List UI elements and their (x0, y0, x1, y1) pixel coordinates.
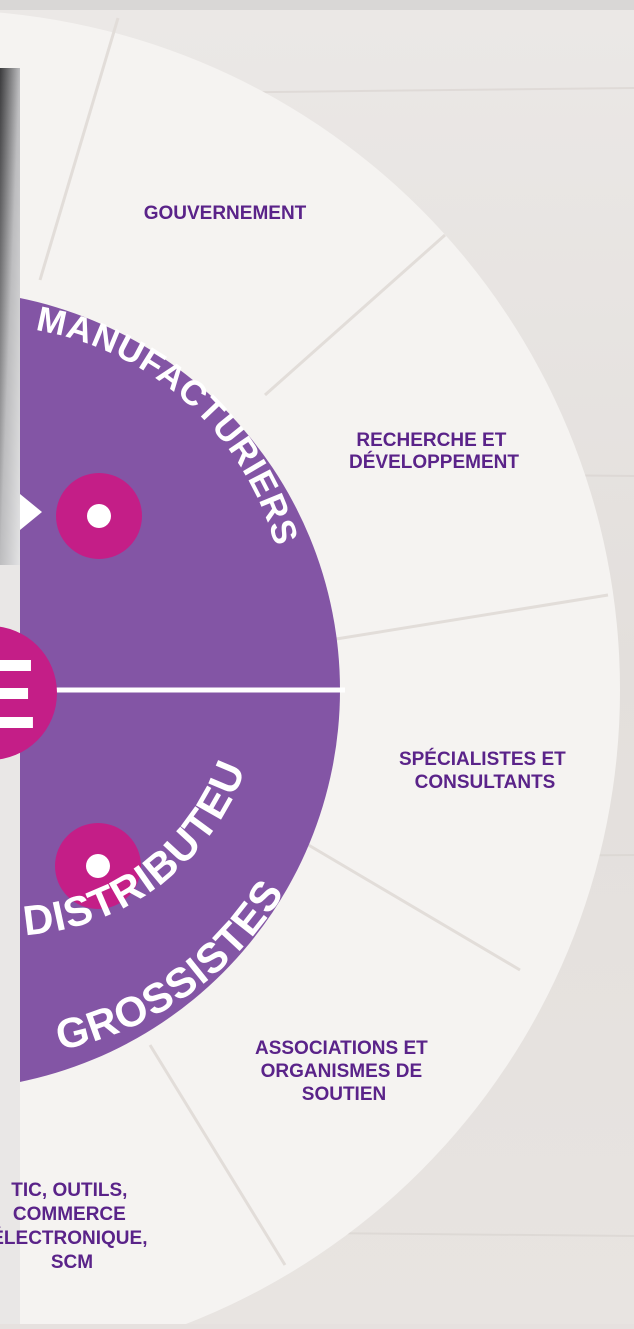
label-tic: TIC, OUTILS, COMMERCE ÉLECTRONIQUE, SCM (0, 1180, 153, 1273)
label-gouvernement: GOUVERNEMENT (144, 203, 307, 224)
label-associations: ASSOCIATIONS ET ORGANISMES DE SOUTIEN (255, 1038, 433, 1105)
segment-dividers (38, 17, 609, 1266)
distributeurs-segment (0, 690, 340, 1086)
outer-labels: GOUVERNEMENT RECHERCHE ET DÉVELOPPEMENT … (0, 203, 571, 1273)
label-recherche: RECHERCHE ET DÉVELOPPEMENT (349, 430, 519, 473)
top-bar (0, 0, 634, 10)
distributeurs-node[interactable] (55, 823, 141, 909)
center-circle (0, 626, 57, 760)
node-dot (86, 854, 110, 878)
manufacturiers-node[interactable] (56, 473, 142, 559)
photo-panel (0, 68, 20, 566)
center-letter: E (0, 639, 37, 749)
arrow-right-icon (20, 494, 42, 530)
node-dot (87, 504, 111, 528)
manufacturiers-segment (0, 294, 340, 690)
label-specialistes: SPÉCIALISTES ET CONSULTANTS (399, 748, 571, 793)
